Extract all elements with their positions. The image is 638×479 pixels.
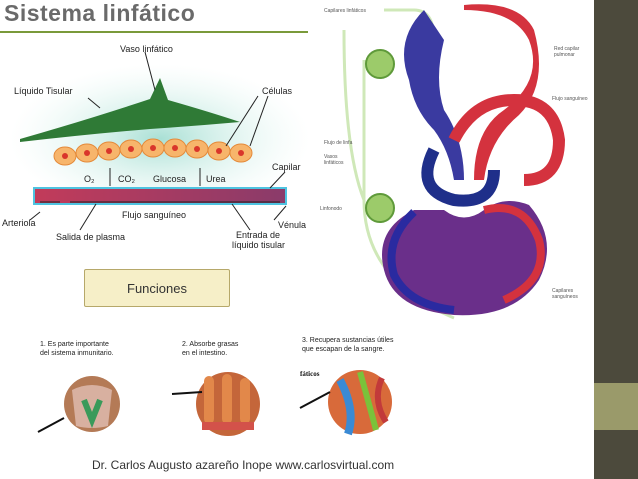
stray-text: fáticos [300,370,320,378]
label-entrada-1: Entrada de [236,230,281,240]
venous-upper [404,10,464,180]
label-capilares-linfaticos: Capilares linfáticos [324,8,366,14]
function-panel-3: 3. Recupera sustancias útiles que escapa… [296,330,408,446]
label-glucosa: Glucosa [153,174,187,184]
label-vasos-linfaticos: Vasos linfáticos [324,154,344,166]
label-venula: Vénula [278,220,307,230]
tissue-glow [10,64,310,214]
tissue-illustration [10,51,310,231]
label-entrada-2: líquido tisular [232,240,286,250]
label-capilar: Capilar [272,162,301,172]
label-liquido-tisular: Líquido Tisular [14,86,73,96]
label-celulas: Células [262,86,293,96]
function-1-line1: 1. Es parte importante [40,341,109,348]
circulation-diagram: Capilares linfáticos Red capilar pulmona… [314,0,592,328]
footer-credit: Dr. Carlos Augusto azareño Inope www.car… [92,458,395,472]
recovery-illustration [299,370,392,436]
lymph-nodes [365,49,395,223]
intestine-illustration [171,372,260,436]
arterial-upper [464,4,539,181]
circulation-illustration [342,4,566,320]
label-red-capilar: Red capilar pulmonar [554,46,580,58]
lymph-vessel-shape [20,78,240,142]
label-urea: Urea [206,174,226,184]
slide-title: Sistema linfático [4,0,196,26]
title-rule [0,31,308,33]
function-1-line2: del sistema inmunitario. [40,350,114,357]
function-3-line1: 3. Recupera sustancias útiles [302,337,394,344]
label-linfonodo: Linfonodo [320,206,342,212]
flow-arrows [29,51,287,231]
arterial-lower [483,204,545,304]
function-panel-2: 2. Absorbe grasas en el intestino. [168,330,278,446]
venous-lower [387,209,455,314]
function-3-line2: que escapan de la sangre. [302,346,385,353]
immune-illustration [37,376,120,433]
function-2-line2: en el intestino. [182,350,228,357]
capillary-shape [33,187,287,205]
label-salida-plasma: Salida de plasma [56,232,126,242]
label-flujo-sanguineo: Flujo sanguíneo [122,210,187,220]
label-o2: O₂ [84,174,95,184]
label-flujo-linfa: Flujo de linfa [324,140,353,146]
label-vaso-linfatico: Vaso linfático [120,44,173,54]
sidebar-tab [594,383,638,430]
cell-row [53,138,253,166]
vena-loop [421,147,500,207]
label-arteriola: Arteriola [2,218,36,228]
capillaries-lower [382,201,547,316]
cell-nuclei [62,145,244,159]
label-flujo-sanguineo-circ: Flujo sanguíneo [552,96,588,102]
function-2-line1: 2. Absorbe grasas [182,341,239,348]
function-panel-1: 1. Es parte importante del sistema inmun… [34,330,134,446]
label-capilares-sanguineos: Capilares sanguíneos [552,288,578,300]
aorta-loop [448,93,566,186]
lymph-tissue-diagram: Vaso linfático Líquido Tisular Células O… [0,34,310,252]
label-co2: CO₂ [118,174,135,184]
funciones-button[interactable]: Funciones [84,269,230,307]
